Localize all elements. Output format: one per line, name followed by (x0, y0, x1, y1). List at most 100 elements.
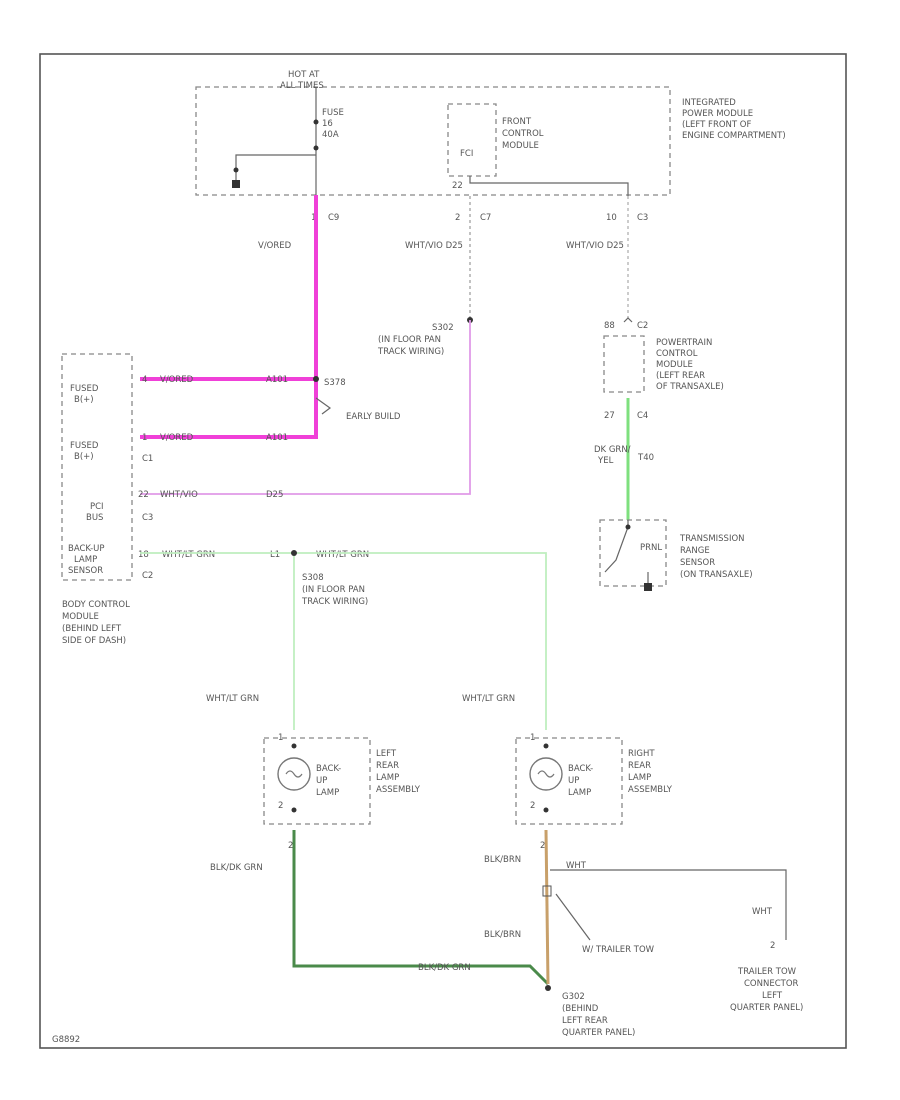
svg-text:OF TRANSAXLE): OF TRANSAXLE) (656, 382, 724, 392)
trailer-splice-connector (542, 885, 552, 897)
svg-text:4: 4 (142, 375, 147, 385)
left-lamp-assembly-label: LEFT REAR LAMP ASSEMBLY (376, 749, 421, 795)
left-lamp-box (263, 737, 371, 825)
svg-text:ASSEMBLY: ASSEMBLY (376, 785, 421, 795)
bcm-row-backup-sensor: BACK-UP LAMP SENSOR WHT/LT GRN L1 18 C2 (68, 544, 280, 581)
c9-pin: 1 (311, 213, 316, 223)
right-lamp-pin-bottom-num: 2 (530, 801, 535, 811)
svg-text:B(+): B(+) (74, 452, 94, 462)
svg-text:MODULE: MODULE (656, 360, 693, 370)
svg-text:LAMP: LAMP (628, 773, 651, 783)
svg-text:22: 22 (138, 490, 149, 500)
svg-text:A101: A101 (266, 375, 288, 385)
c3-pin: 10 (606, 213, 617, 223)
svg-text:FRONT: FRONT (502, 117, 532, 127)
bcm-label: BODY CONTROL MODULE (BEHIND LEFT SIDE OF… (62, 600, 130, 646)
svg-text:QUARTER PANEL): QUARTER PANEL) (730, 1003, 803, 1013)
svg-text:C3: C3 (142, 513, 153, 523)
right-lamp-name: BACK- UP LAMP (568, 764, 593, 798)
svg-text:BODY CONTROL: BODY CONTROL (62, 600, 130, 610)
trs-prnl: PRNL (640, 543, 662, 553)
svg-text:LAMP: LAMP (316, 788, 339, 798)
svg-text:16: 16 (322, 119, 333, 129)
bcm-row-fused-1: FUSED B(+) V/ORED A101 4 (70, 375, 288, 405)
s308-label: S308 (IN FLOOR PAN TRACK WIRING) (301, 573, 368, 607)
svg-text:B(+): B(+) (74, 395, 94, 405)
svg-text:RANGE: RANGE (680, 546, 710, 556)
svg-text:REAR: REAR (628, 761, 651, 771)
svg-text:TRAILER TOW: TRAILER TOW (737, 967, 797, 977)
trs-label: TRANSMISSION RANGE SENSOR (ON TRANSAXLE) (679, 534, 753, 580)
svg-text:(LEFT FRONT OF: (LEFT FRONT OF (682, 120, 751, 130)
svg-text:FUSED: FUSED (70, 384, 99, 394)
svg-text:S302: S302 (432, 323, 454, 333)
early-build-arrow (315, 397, 332, 415)
footer-code: G8892 (52, 1035, 80, 1045)
svg-text:QUARTER PANEL): QUARTER PANEL) (562, 1028, 635, 1038)
bcm-row-pci-bus: PCI BUS WHT/VIO D25 22 C3 (86, 490, 283, 523)
ipm-box (195, 86, 671, 196)
svg-text:C1: C1 (142, 454, 153, 464)
bcm-row-fused-2: FUSED B(+) V/ORED A101 1 C1 (70, 433, 288, 464)
blk-brn-ground-wire (544, 829, 550, 985)
trailer-tow-leader (555, 893, 591, 941)
pci-bus-wire (140, 320, 471, 495)
v-ored-wire-lower (140, 195, 318, 439)
s378-splice (313, 376, 319, 382)
svg-text:C2: C2 (142, 571, 153, 581)
svg-text:BACK-: BACK- (568, 764, 593, 774)
blk-dkgrn-ground-wire (292, 830, 550, 986)
hot-at-label: HOT AT ALL TIMES (280, 70, 324, 91)
svg-text:(IN FLOOR PAN: (IN FLOOR PAN (378, 335, 441, 345)
pcm-pin-top: 88 (604, 321, 615, 331)
ground-terminal (233, 167, 239, 173)
trs-box (599, 519, 667, 587)
svg-text:FUSE: FUSE (322, 108, 344, 118)
blk-dkgrn-bottom-label: BLK/DK GRN (418, 963, 471, 973)
svg-text:BUS: BUS (86, 513, 103, 523)
svg-text:(BEHIND LEFT: (BEHIND LEFT (62, 624, 122, 634)
pcm-pin-top-symbol (623, 317, 633, 323)
wht-ltgrn-feed-wire (140, 552, 547, 730)
svg-text:REAR: REAR (376, 761, 399, 771)
svg-text:ENGINE COMPARTMENT): ENGINE COMPARTMENT) (682, 131, 786, 141)
svg-text:HOT AT: HOT AT (288, 70, 320, 80)
svg-text:LEFT: LEFT (376, 749, 397, 759)
blk-dkgrn-label: BLK/DK GRN (210, 863, 263, 873)
ground-symbol (232, 180, 240, 188)
svg-text:LAMP: LAMP (568, 788, 591, 798)
left-lamp-pin-top-num: 1 (278, 733, 283, 743)
left-bulb-icon (277, 757, 311, 791)
svg-text:ASSEMBLY: ASSEMBLY (628, 785, 673, 795)
pcm-box (603, 335, 645, 393)
trailer-connector-label: TRAILER TOW CONNECTOR LEFT QUARTER PANEL… (730, 967, 803, 1013)
svg-text:CONTROL: CONTROL (502, 129, 544, 139)
svg-text:(ON TRANSAXLE): (ON TRANSAXLE) (680, 570, 753, 580)
svg-text:SENSOR: SENSOR (680, 558, 715, 568)
svg-text:LEFT: LEFT (762, 991, 783, 1001)
svg-text:SENSOR: SENSOR (68, 566, 103, 576)
fuse-terminal (313, 145, 319, 151)
left-lamp-pin-bottom (291, 807, 297, 813)
svg-text:(BEHIND: (BEHIND (562, 1004, 599, 1014)
pcm-pin-bottom: 27 (604, 411, 615, 421)
diagram-frame (39, 53, 847, 1049)
wht-label-2: WHT (752, 907, 773, 917)
svg-text:TRANSMISSION: TRANSMISSION (679, 534, 745, 544)
left-lamp-name: BACK- UP LAMP (316, 764, 341, 798)
svg-text:TRACK WIRING): TRACK WIRING) (301, 597, 368, 607)
c7-pin: 2 (455, 213, 460, 223)
svg-text:L1: L1 (270, 550, 280, 560)
left-lamp-pin-bottom-num: 2 (278, 801, 283, 811)
blk-brn-label-2: BLK/BRN (484, 930, 521, 940)
pcm-conn-bottom: C4 (637, 411, 648, 421)
trailer-pin: 2 (770, 941, 775, 951)
g302-label: G302 (BEHIND LEFT REAR QUARTER PANEL) (562, 992, 635, 1038)
svg-text:YEL: YEL (597, 456, 614, 466)
fcm-label: FRONT CONTROL MODULE (502, 117, 544, 151)
svg-text:BACK-: BACK- (316, 764, 341, 774)
right-bulb-filament-icon (537, 770, 555, 778)
s308-splice (291, 550, 297, 556)
trs-switch (604, 520, 629, 573)
right-lamp-pin-top (543, 743, 549, 749)
